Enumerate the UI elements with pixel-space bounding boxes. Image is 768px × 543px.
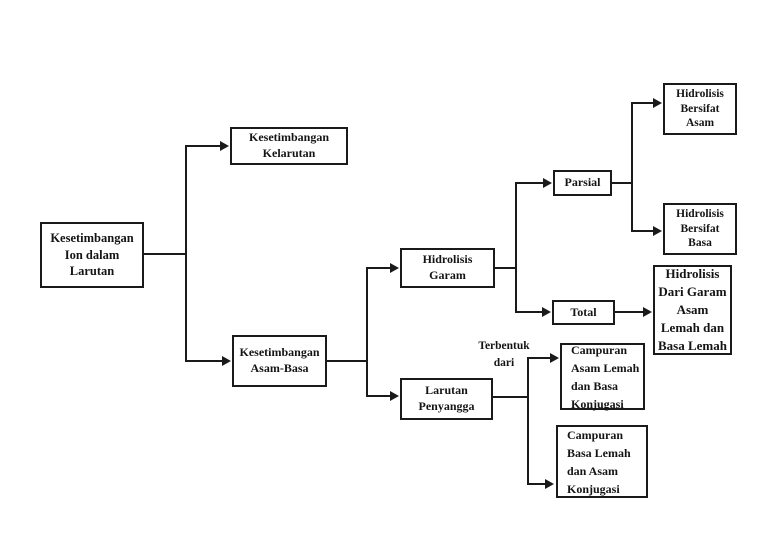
edge-parsial-vertical: [631, 102, 633, 232]
edge-to-hidrolisis-garam: [366, 267, 392, 269]
edge-hidrolisis-garam-stub: [495, 267, 517, 269]
node-kesetimbangan-asam-basa: Kesetimbangan Asam-Basa: [232, 335, 327, 387]
edge-to-total: [515, 311, 544, 313]
node-total: Total: [552, 300, 615, 325]
node-kesetimbangan-ion: Kesetimbangan Ion dalam Larutan: [40, 222, 144, 288]
node-larutan-penyangga-label: Larutan Penyangga: [418, 383, 475, 413]
edge-hidrolisis-garam-vertical: [515, 182, 517, 313]
node-hidrolisis-garam-lemah: Hidrolisis Dari Garam Asam Lemah dan Bas…: [653, 265, 732, 355]
node-hidrolisis-garam: Hidrolisis Garam: [400, 248, 495, 288]
arrowhead-to-campuran-asam: [550, 353, 559, 363]
arrowhead-to-total: [542, 307, 551, 317]
edge-to-campuran-asam: [527, 357, 551, 359]
node-kesetimbangan-ion-label: Kesetimbangan Ion dalam Larutan: [50, 230, 134, 279]
node-campuran-basa-lemah: Campuran Basa Lemah dan Asam Konjugasi: [556, 425, 648, 498]
node-kesetimbangan-kelarutan: Kesetimbangan Kelarutan: [230, 127, 348, 165]
edge-penyangga-stub: [493, 396, 529, 398]
arrowhead-to-larutan-penyangga: [390, 391, 399, 401]
node-larutan-penyangga: Larutan Penyangga: [400, 378, 493, 420]
node-campuran-basa-lemah-label: Campuran Basa Lemah dan Asam Konjugasi: [567, 427, 631, 496]
edge-to-parsial: [515, 182, 545, 184]
edge-total-stub: [615, 311, 644, 313]
edge-to-campuran-basa: [527, 483, 546, 485]
node-hidrolisis-bersifat-asam: Hidrolisis Bersifat Asam: [663, 83, 737, 135]
node-campuran-asam-lemah: Campuran Asam Lemah dan Basa Konjugasi: [560, 342, 645, 411]
edge-label-terbentuk-dari: Terbentuk dari: [478, 340, 530, 369]
arrowhead-to-bersifat-asam: [653, 98, 662, 108]
edge-to-kelarutan: [185, 145, 221, 147]
edge-to-larutan-penyangga: [366, 395, 392, 397]
edge-to-bersifat-basa: [631, 230, 654, 232]
node-hidrolisis-bersifat-basa: Hidrolisis Bersifat Basa: [663, 203, 737, 255]
node-parsial-label: Parsial: [564, 175, 601, 190]
node-kesetimbangan-asam-basa-label: Kesetimbangan Asam-Basa: [239, 345, 320, 375]
edge-asam-basa-vertical: [366, 267, 368, 397]
arrowhead-to-bersifat-basa: [653, 226, 662, 236]
arrowhead-to-hidrolisis-garam: [390, 263, 399, 273]
arrowhead-to-kelarutan: [220, 141, 229, 151]
edge-parsial-stub: [612, 182, 633, 184]
edge-penyangga-vertical: [527, 357, 529, 485]
node-parsial: Parsial: [553, 170, 612, 196]
edge-root-vertical: [185, 145, 187, 362]
node-campuran-asam-lemah-label: Campuran Asam Lemah dan Basa Konjugasi: [571, 342, 640, 411]
node-hidrolisis-bersifat-basa-label: Hidrolisis Bersifat Basa: [676, 207, 724, 250]
arrowhead-to-campuran-basa: [545, 479, 554, 489]
arrowhead-to-parsial: [543, 178, 552, 188]
node-kesetimbangan-kelarutan-label: Kesetimbangan Kelarutan: [248, 130, 329, 160]
node-hidrolisis-bersifat-asam-label: Hidrolisis Bersifat Asam: [676, 87, 724, 130]
edge-asam-basa-stub: [327, 360, 368, 362]
arrowhead-to-asam-basa: [222, 356, 231, 366]
edge-root-stub: [144, 253, 186, 255]
node-total-label: Total: [570, 304, 597, 319]
edge-to-bersifat-asam: [631, 102, 654, 104]
arrowhead-to-garam-lemah: [643, 307, 652, 317]
node-hidrolisis-garam-lemah-label: Hidrolisis Dari Garam Asam Lemah dan Bas…: [658, 266, 727, 353]
edge-to-asam-basa: [185, 360, 223, 362]
node-hidrolisis-garam-label: Hidrolisis Garam: [422, 252, 473, 282]
